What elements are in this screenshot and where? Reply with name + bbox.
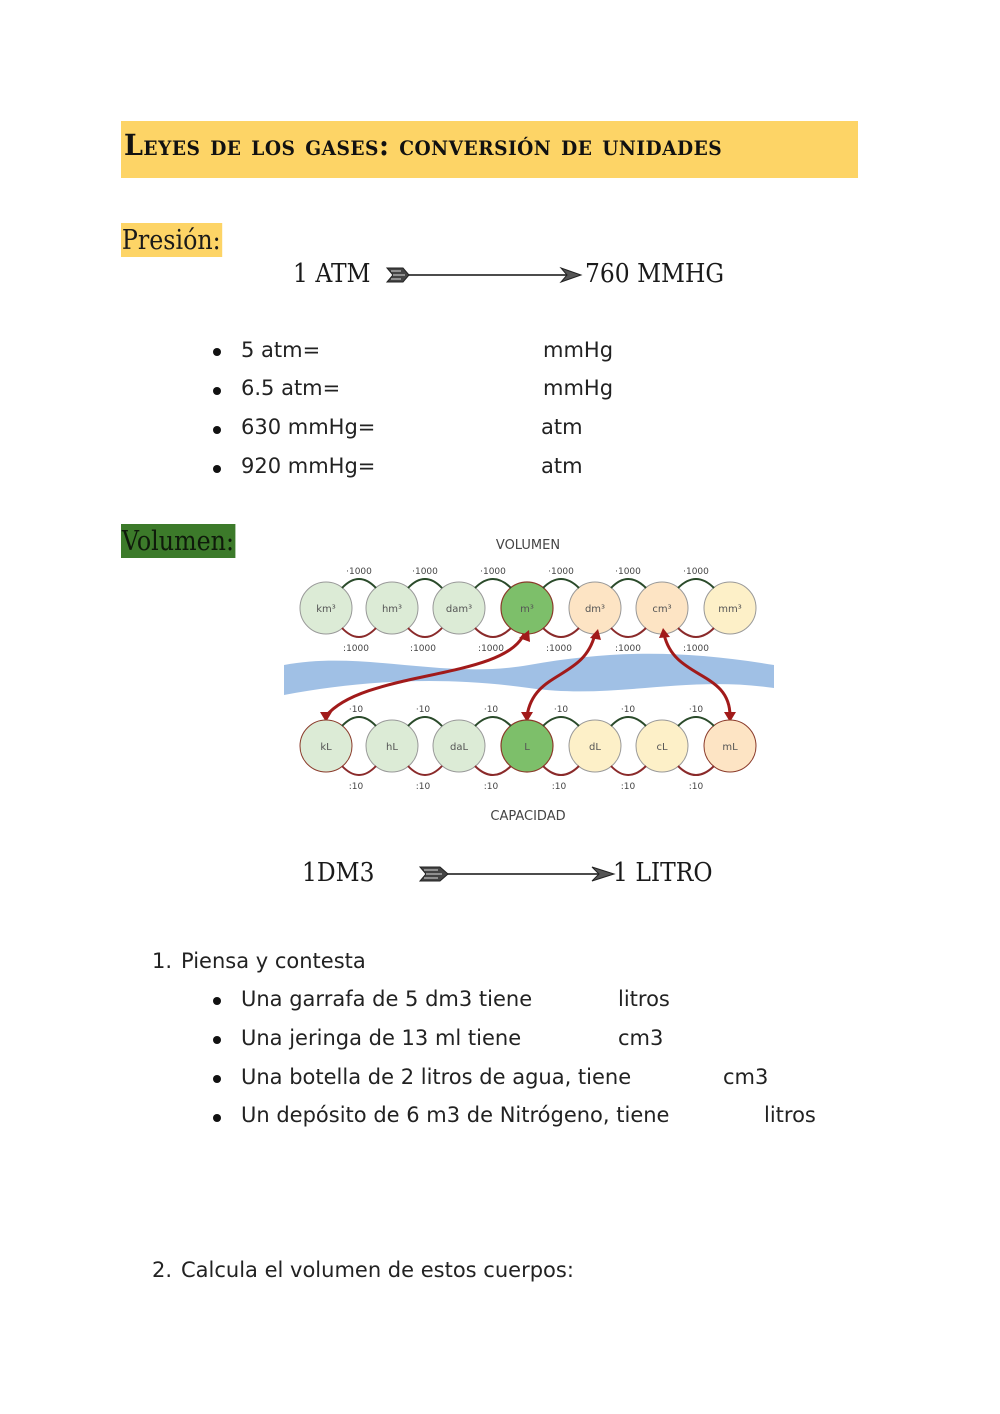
svg-text:·10: ·10 <box>689 705 704 715</box>
svg-text::1000: :1000 <box>546 644 572 654</box>
conversion-right-mmhg: 760 MMHG <box>585 259 725 289</box>
question-item-prompt: Una garrafa de 5 dm3 tiene <box>241 987 533 1011</box>
presion-item-unit: mmHg <box>543 338 614 362</box>
presion-item-unit: atm <box>541 454 583 478</box>
svg-text:km³: km³ <box>316 604 336 615</box>
svg-text:cL: cL <box>656 742 667 753</box>
section-heading-presion: Presión: <box>121 223 223 257</box>
svg-text:dL: dL <box>589 742 601 753</box>
svg-text:·10: ·10 <box>484 705 499 715</box>
svg-text::1000: :1000 <box>410 644 436 654</box>
svg-text:daL: daL <box>450 742 468 753</box>
question-item-prompt: Una jeringa de 13 ml tiene <box>241 1026 522 1050</box>
svg-text:·1000: ·1000 <box>548 567 574 577</box>
svg-text::10: :10 <box>689 782 704 792</box>
svg-text::10: :10 <box>552 782 567 792</box>
question-item-prompt: Un depósito de 6 m3 de Nitrógeno, tiene <box>241 1103 670 1127</box>
bullet <box>213 387 221 395</box>
question-item-unit: litros <box>764 1103 816 1127</box>
svg-text::10: :10 <box>416 782 431 792</box>
capacity-units-row: kL hL daL L dL cL mL <box>299 719 757 773</box>
svg-text:·1000: ·1000 <box>615 567 641 577</box>
conversion-left-atm: 1 ATM <box>293 259 371 289</box>
svg-text:dm³: dm³ <box>585 604 605 615</box>
conversion-right-litro: 1 LITRO <box>613 858 713 888</box>
question-item-prompt: Una botella de 2 litros de agua, tiene <box>241 1065 632 1089</box>
svg-text::10: :10 <box>349 782 364 792</box>
svg-text:m³: m³ <box>520 604 534 615</box>
svg-text::10: :10 <box>484 782 499 792</box>
svg-text:·10: ·10 <box>349 705 364 715</box>
svg-text:·1000: ·1000 <box>683 567 709 577</box>
question-2-number: 2. <box>152 1258 173 1282</box>
svg-text:·1000: ·1000 <box>346 567 372 577</box>
question-item-unit: litros <box>618 987 670 1011</box>
presion-item-prompt: 920 mmHg= <box>241 454 376 478</box>
question-1-text: Piensa y contesta <box>181 949 366 973</box>
bullet <box>213 1114 221 1122</box>
svg-text:mm³: mm³ <box>718 604 742 615</box>
bullet <box>213 1036 221 1044</box>
svg-text:·1000: ·1000 <box>412 567 438 577</box>
svg-text::10: :10 <box>621 782 636 792</box>
question-2-text: Calcula el volumen de estos cuerpos: <box>181 1258 574 1282</box>
presion-item-prompt: 630 mmHg= <box>241 415 376 439</box>
svg-text::1000: :1000 <box>615 644 641 654</box>
question-1-number: 1. <box>152 949 173 973</box>
svg-text:·10: ·10 <box>621 705 636 715</box>
section-heading-volumen: Volumen: <box>121 524 236 558</box>
svg-text:kL: kL <box>320 742 332 753</box>
volume-capacity-diagram: VOLUMEN km³ hm³ dam³ m³ dm³ cm³ mm³ ·100… <box>284 538 774 824</box>
svg-text:hm³: hm³ <box>382 604 402 615</box>
svg-text:·10: ·10 <box>554 705 569 715</box>
diagram-title-volumen: VOLUMEN <box>496 538 560 553</box>
presion-item-unit: atm <box>541 415 583 439</box>
diagram-title-capacidad: CAPACIDAD <box>490 809 565 824</box>
question-item-unit: cm3 <box>618 1026 664 1050</box>
svg-text:hL: hL <box>386 742 398 753</box>
page-title: Leyes de los gases: conversión de unidad… <box>124 128 723 162</box>
bullet <box>213 465 221 473</box>
question-item-unit: cm3 <box>723 1065 769 1089</box>
presion-item-unit: mmHg <box>543 376 614 400</box>
svg-text:dam³: dam³ <box>446 604 472 615</box>
svg-text::1000: :1000 <box>478 644 504 654</box>
svg-text:cm³: cm³ <box>652 604 671 615</box>
bullet <box>213 997 221 1005</box>
title-highlight <box>121 121 858 178</box>
conversion-left-dm3: 1DM3 <box>302 858 375 888</box>
bullet <box>213 348 221 356</box>
svg-text:·1000: ·1000 <box>480 567 506 577</box>
presion-item-prompt: 6.5 atm= <box>241 376 341 400</box>
arrow-icon <box>385 266 583 284</box>
svg-text::1000: :1000 <box>343 644 369 654</box>
bullet <box>213 1075 221 1083</box>
volume-units-row: km³ hm³ dam³ m³ dm³ cm³ mm³ <box>299 581 757 635</box>
svg-text:·10: ·10 <box>416 705 431 715</box>
svg-text:L: L <box>524 742 530 753</box>
arrow-icon <box>418 866 616 882</box>
svg-text::1000: :1000 <box>683 644 709 654</box>
bullet <box>213 426 221 434</box>
river-band <box>284 653 774 695</box>
presion-item-prompt: 5 atm= <box>241 338 321 362</box>
svg-text:mL: mL <box>722 742 738 753</box>
